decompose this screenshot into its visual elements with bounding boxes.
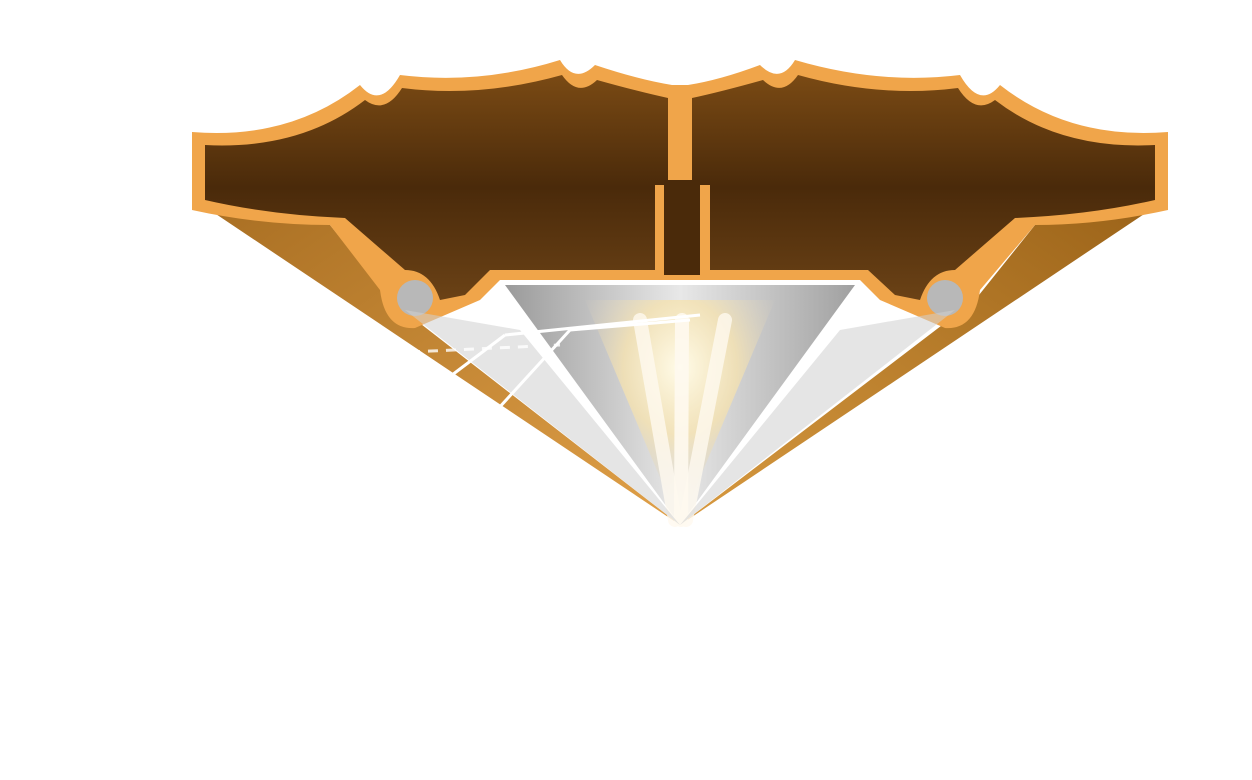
right-outer-face (680, 200, 1165, 525)
left-screw-channel (397, 280, 433, 316)
led-strips (633, 313, 732, 527)
profile-interior (205, 75, 668, 300)
left-shield (405, 310, 680, 525)
right-screw-channel (927, 280, 963, 316)
profile-interior-right (692, 75, 1155, 300)
right-shield (680, 310, 955, 525)
light-rays (409, 313, 701, 412)
left-outer-face (195, 200, 680, 525)
center-stem (664, 180, 700, 275)
